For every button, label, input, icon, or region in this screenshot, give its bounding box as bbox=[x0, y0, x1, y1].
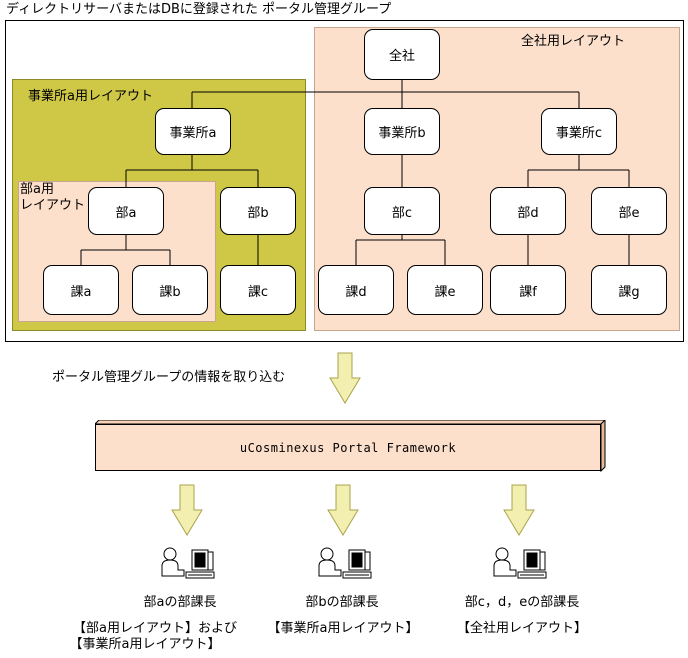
node-section-d: 課d bbox=[318, 265, 394, 315]
down-arrow-icon bbox=[171, 484, 203, 536]
node-section-g: 課g bbox=[591, 265, 667, 315]
import-arrow-icon bbox=[329, 352, 361, 404]
user-at-computer-icon bbox=[318, 547, 372, 579]
node-dept-e: 部e bbox=[591, 187, 667, 235]
node-dept-c: 部c bbox=[364, 187, 440, 235]
user-layout-label: 【事業所a用レイアウト】 bbox=[267, 621, 419, 636]
user-layout-label: 【部a用レイアウト】および bbox=[73, 621, 237, 636]
user-role-label: 部c，d，eの部課長 bbox=[464, 595, 580, 610]
office-a-layout-label: 事業所a用レイアウト bbox=[28, 89, 153, 104]
down-arrow-icon bbox=[503, 484, 535, 536]
dept-a-layout-label-line1: 部a用 bbox=[20, 182, 54, 197]
user-role-label: 部aの部課長 bbox=[143, 595, 217, 610]
node-dept-b: 部b bbox=[220, 187, 296, 235]
node-section-e: 課e bbox=[407, 265, 483, 315]
node-section-f: 課f bbox=[490, 265, 566, 315]
portal-group-frame bbox=[5, 20, 684, 342]
user-at-computer-icon bbox=[161, 547, 215, 579]
framework-box: uCosminexus Portal Framework bbox=[95, 420, 606, 473]
node-company: 全社 bbox=[364, 29, 440, 80]
node-section-a: 課a bbox=[43, 265, 119, 315]
import-label: ポータル管理グループの情報を取り込む bbox=[52, 370, 286, 385]
down-arrow-icon bbox=[327, 484, 359, 536]
node-section-b: 課b bbox=[132, 265, 208, 315]
node-dept-a: 部a bbox=[88, 187, 164, 235]
user-role-label: 部bの部課長 bbox=[305, 595, 379, 610]
node-office-a: 事業所a bbox=[155, 108, 231, 155]
node-office-c: 事業所c bbox=[541, 108, 617, 155]
company-layout-label: 全社用レイアウト bbox=[521, 34, 626, 49]
diagram-title: ディレクトリサーバまたはDBに登録された ポータル管理グループ bbox=[6, 2, 392, 17]
user-at-computer-icon bbox=[493, 547, 547, 579]
dept-a-layout-label-line2: レイアウト bbox=[20, 198, 86, 213]
node-dept-d: 部d bbox=[490, 187, 566, 235]
node-office-b: 事業所b bbox=[364, 108, 440, 155]
node-section-c: 課c bbox=[220, 265, 296, 315]
user-layout-label: 【全社用レイアウト】 bbox=[456, 621, 587, 636]
user-layout-label: 【事業所a用レイアウト】 bbox=[69, 637, 221, 652]
framework-label: uCosminexus Portal Framework bbox=[95, 424, 601, 471]
